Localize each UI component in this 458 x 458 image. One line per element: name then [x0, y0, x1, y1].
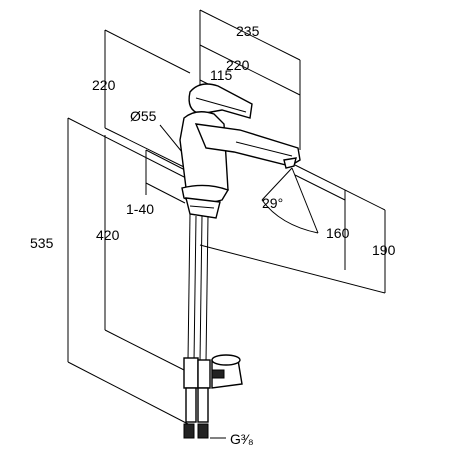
dim-235: 235 [236, 23, 260, 39]
dim-190: 190 [372, 242, 396, 258]
dimension-lines [67, 9, 386, 439]
dim-160: 160 [326, 225, 350, 241]
dim-420: 420 [96, 227, 120, 243]
dim-diameter: Ø55 [130, 108, 157, 124]
faucet-body [179, 83, 301, 439]
dim-220-width: 220 [226, 57, 250, 73]
dim-angle: 29° [262, 195, 283, 211]
dim-115: 115 [210, 67, 233, 83]
dim-1-40: 1-40 [126, 201, 154, 217]
dimension-labels: 235 220 115 220 Ø55 1-40 535 420 29° 160… [30, 23, 396, 447]
dim-535: 535 [30, 235, 54, 251]
dim-220-height: 220 [92, 77, 116, 93]
dim-connection: G³⁄₈ [230, 431, 254, 447]
